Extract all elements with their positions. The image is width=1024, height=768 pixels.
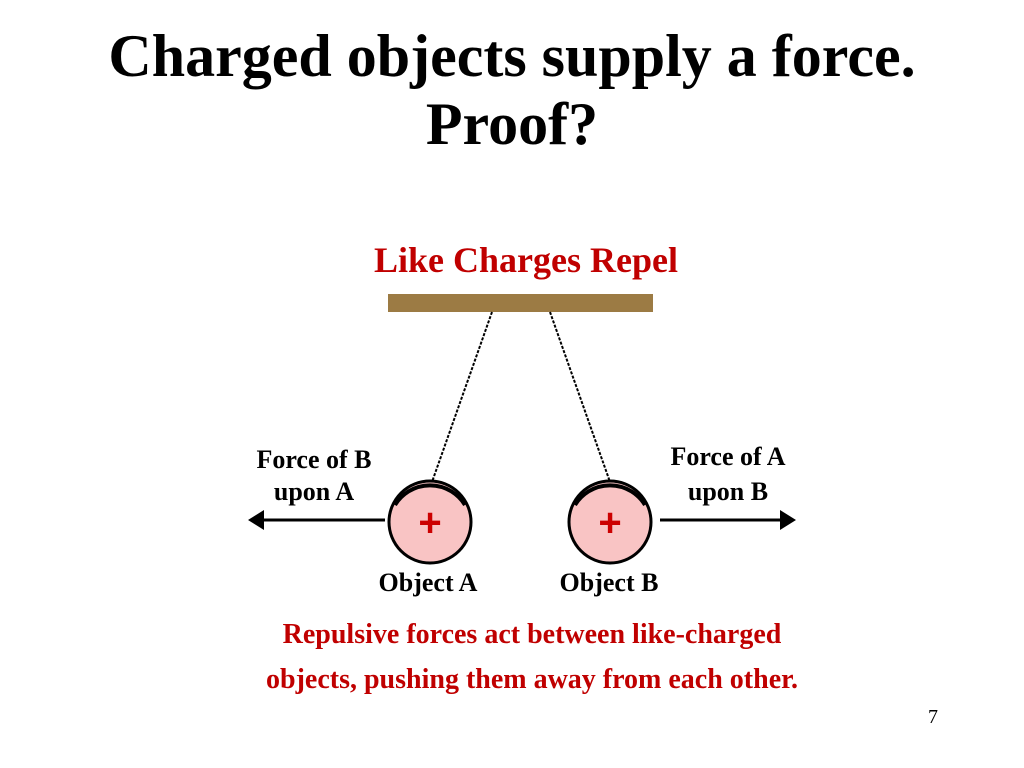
force-a-on-b-label-line-2: upon B bbox=[688, 477, 768, 506]
right-arrow-icon bbox=[660, 510, 796, 530]
object-a-label: Object A bbox=[379, 568, 478, 597]
object-b-ball: + bbox=[567, 479, 653, 565]
thread-a bbox=[431, 311, 493, 483]
thread-b bbox=[549, 311, 611, 483]
diagram-caption-line-2: objects, pushing them away from each oth… bbox=[266, 664, 798, 695]
page-number: 7 bbox=[928, 706, 938, 728]
force-b-on-a-label-line-1: Force of B bbox=[256, 445, 371, 474]
object-b-label: Object B bbox=[560, 568, 659, 597]
slide-title: Charged objects supply a force. Proof? bbox=[0, 22, 1024, 158]
suspension-bar bbox=[388, 294, 653, 312]
force-a-on-b-label-line-1: Force of A bbox=[670, 442, 785, 471]
diagram-caption-line-1: Repulsive forces act between like-charge… bbox=[283, 619, 782, 650]
force-b-on-a-label-line-2: upon A bbox=[274, 477, 354, 506]
diagram-heading: Like Charges Repel bbox=[374, 240, 678, 280]
plus-charge-icon: + bbox=[418, 501, 441, 545]
slide-title-line-1: Charged objects supply a force. bbox=[108, 23, 916, 89]
object-a-ball: + bbox=[387, 479, 473, 565]
slide-title-line-2: Proof? bbox=[425, 91, 599, 157]
left-arrow-icon bbox=[248, 510, 385, 530]
plus-charge-icon: + bbox=[598, 501, 621, 545]
